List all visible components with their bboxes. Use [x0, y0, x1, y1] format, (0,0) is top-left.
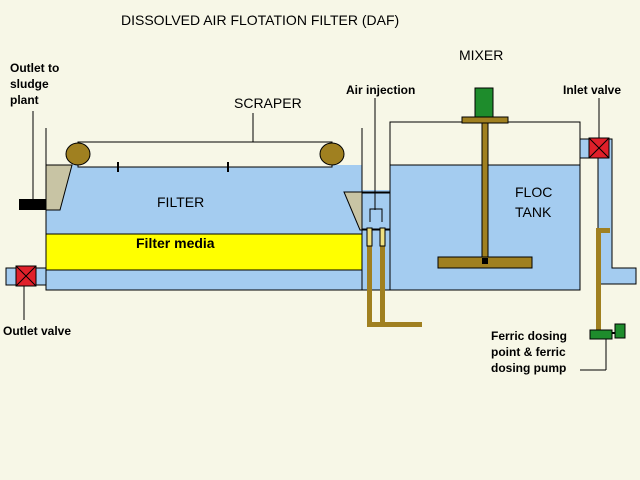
label-ferric-line3: dosing pump [491, 361, 566, 375]
label-floc-tank-line1: FLOC [515, 184, 552, 200]
label-inlet-valve: Inlet valve [563, 83, 621, 97]
label-outlet-to-sludge-line2: sludge [10, 77, 49, 91]
label-floc-tank-line2: TANK [515, 204, 552, 220]
label-ferric-line2: point & ferric [491, 345, 566, 359]
mixer-motor [474, 87, 494, 119]
outlet-valve [5, 265, 47, 287]
ferric-pump-motor [614, 323, 626, 339]
ferric-dosing-assembly [589, 228, 626, 340]
filter-water [46, 165, 362, 290]
label-outlet-to-sludge-line3: plant [10, 93, 39, 107]
mixer-shaft [481, 122, 489, 259]
inlet-assembly [579, 137, 637, 285]
diagram-title: DISSOLVED AIR FLOTATION FILTER (DAF) [121, 12, 399, 28]
leader-lines [23, 98, 607, 371]
scraper-assembly [65, 141, 345, 172]
filter-tank [45, 128, 363, 291]
label-air-injection: Air injection [346, 83, 415, 97]
label-ferric-line1: Ferric dosing [491, 329, 567, 343]
label-filter: FILTER [157, 194, 204, 210]
label-outlet-to-sludge: Outlet to sludge plant [10, 61, 59, 107]
label-filter-media: Filter media [136, 235, 215, 251]
scraper-roller-left [65, 142, 91, 166]
floc-tank-outline [389, 121, 581, 291]
label-ferric-dosing: Ferric dosing point & ferric dosing pump [491, 329, 567, 375]
scraper-roller-right [319, 142, 345, 166]
label-mixer: MIXER [459, 47, 503, 63]
label-scraper: SCRAPER [234, 95, 302, 111]
mixer-bracket [461, 116, 509, 124]
label-outlet-to-sludge-line1: Outlet to [10, 61, 59, 75]
filter-media-layer [46, 234, 362, 270]
floc-tank [389, 87, 581, 291]
sludge-hopper [45, 164, 73, 211]
ferric-dosing-pump [589, 329, 613, 340]
label-outlet-valve: Outlet valve [3, 324, 71, 338]
scraper-belt [77, 141, 333, 168]
sludge-outlet-pipe [19, 199, 46, 210]
